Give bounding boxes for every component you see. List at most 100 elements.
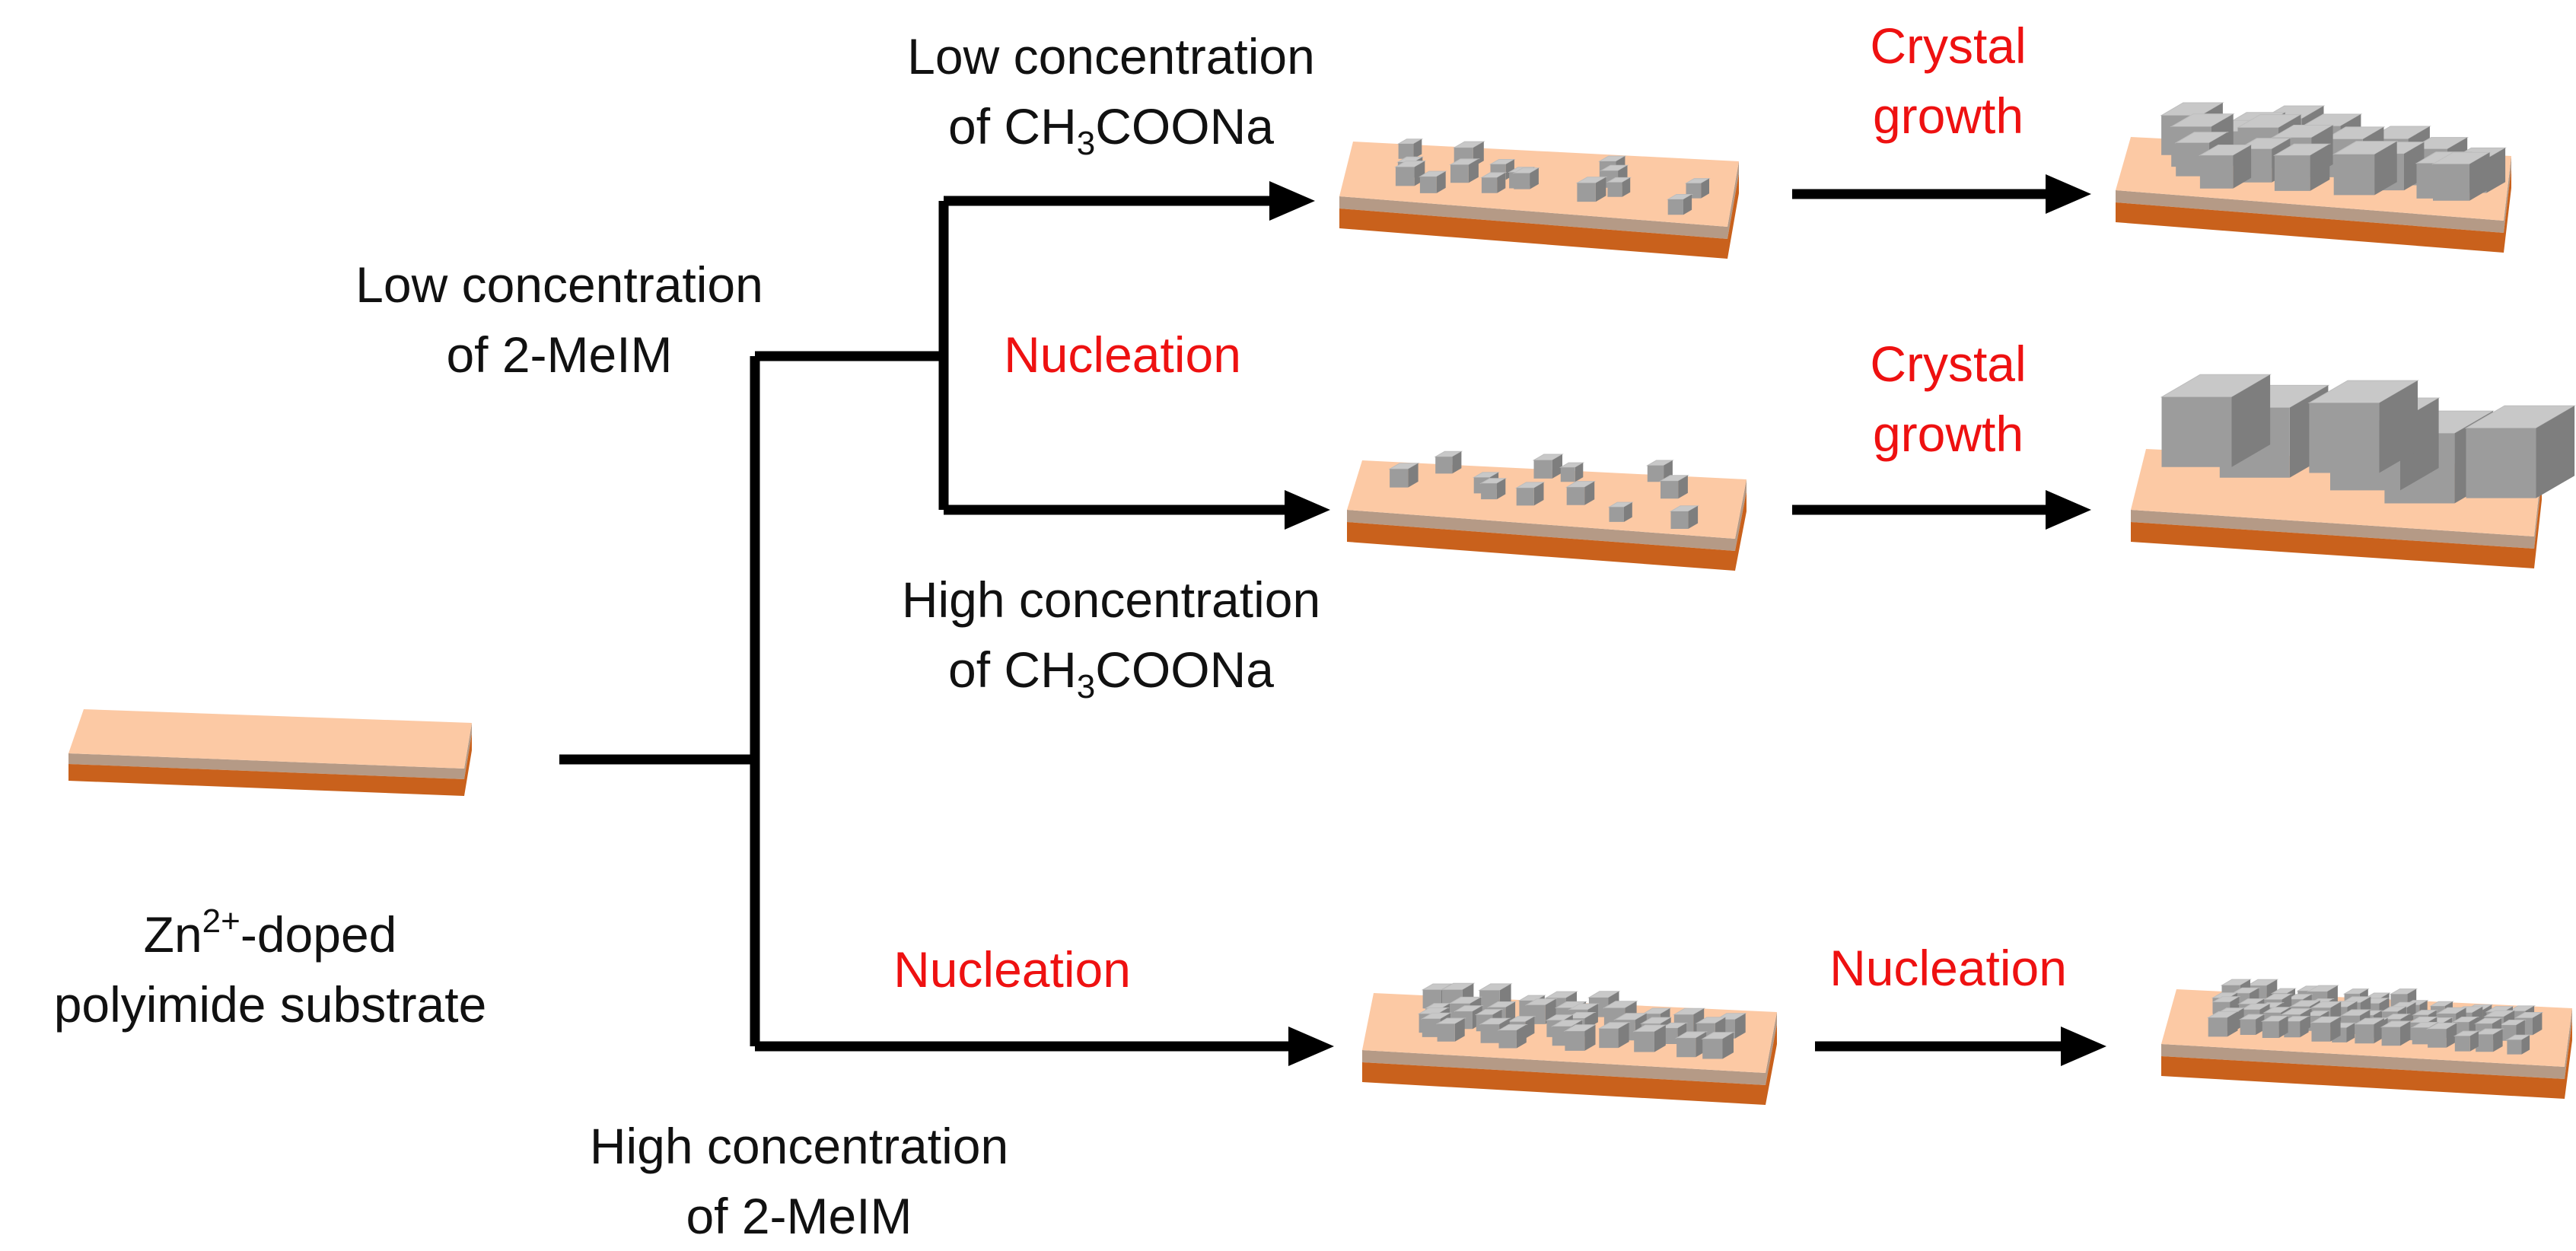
plate-front-edge	[2161, 1044, 2565, 1079]
crystal-side-face	[1516, 1024, 1527, 1049]
plate-side-edge	[2504, 156, 2511, 233]
crystal-front-face	[1390, 469, 1409, 488]
plate-base-front	[1339, 208, 1727, 259]
crystal-side-face	[2469, 1031, 2479, 1052]
plate-side-edge	[2565, 1008, 2572, 1079]
crystal-front-face	[1481, 177, 1498, 193]
crystal-front-face	[2428, 1029, 2447, 1048]
crystal-side-face	[2374, 1018, 2384, 1044]
crystal-side-face	[2446, 1023, 2457, 1048]
label-crystal-growth-top: Crystal growth	[1870, 18, 2027, 144]
crystal-side-face	[1552, 454, 1562, 479]
crystal-side-face	[1413, 138, 1422, 159]
crystal-side-face	[1468, 158, 1479, 183]
crystal-front-face	[1480, 1024, 1500, 1043]
crystal-front-face	[1599, 1028, 1619, 1049]
plate-base-side	[2504, 168, 2511, 253]
label-high-meim: High concentration of 2-MeIM	[589, 1118, 1009, 1244]
crystal-front-face	[1607, 182, 1622, 197]
label-low-acetate: Low concentration of CH3COONa	[907, 28, 1315, 162]
substrate-plate-dense-nuclei	[1362, 982, 1777, 1105]
crystal-side-face	[1722, 1032, 1734, 1059]
crystal-side-face	[1618, 1022, 1629, 1049]
crystal-front-face	[1609, 507, 1624, 522]
crystal-front-face	[2476, 1034, 2494, 1052]
crystal-front-face	[1676, 1038, 1696, 1058]
plate-side-edge	[1727, 161, 1739, 239]
crystal-front-face	[1647, 465, 1664, 482]
crystal-side-face	[2330, 1017, 2341, 1042]
crystal-front-face	[1514, 173, 1530, 189]
crystal-front-face	[2199, 155, 2234, 189]
plate-side-edge	[1735, 479, 1747, 551]
plate-base-side	[1727, 173, 1739, 259]
crystal-front-face	[1560, 467, 1575, 482]
crystal-front-face	[1435, 457, 1453, 474]
crystal-side-face	[1735, 1013, 1746, 1039]
plate-side-edge	[464, 723, 472, 779]
crystal-side-face	[2536, 406, 2575, 498]
plate-base-front	[68, 764, 464, 796]
plate-base-side	[464, 734, 472, 796]
crystal-front-face	[1450, 164, 1469, 183]
crystal-front-face	[1398, 144, 1414, 159]
crystal-side-face	[1436, 171, 1446, 193]
plate-base-front	[2161, 1056, 2565, 1099]
crystal-side-face	[2278, 1016, 2288, 1038]
substrate-plate-sparse-nuclei-top	[1339, 138, 1739, 259]
crystal-side-face	[2521, 1035, 2530, 1055]
crystal-front-face	[1702, 1039, 1723, 1059]
crystal-front-face	[2412, 1027, 2429, 1045]
substrate-plate-small-crystals	[2116, 102, 2511, 253]
crystal-side-face	[1454, 1018, 1465, 1042]
crystal-front-face	[2208, 1017, 2227, 1037]
crystal-side-face	[2300, 1016, 2309, 1038]
plate-front-edge	[2131, 510, 2534, 549]
plate-base-side	[1735, 492, 1747, 571]
crystal-front-face	[2240, 1019, 2256, 1035]
crystal-side-face	[2374, 141, 2397, 196]
crystal-front-face	[1661, 1028, 1678, 1044]
crystal-front-face	[2454, 1036, 2470, 1052]
crystal-front-face	[1566, 487, 1585, 505]
crystal-front-face	[2466, 428, 2536, 498]
crystal-front-face	[2262, 1021, 2279, 1038]
crystal-front-face	[1533, 460, 1552, 479]
crystal-front-face	[1481, 483, 1497, 500]
plate-front-edge	[68, 753, 464, 779]
crystal-front-face	[2381, 1027, 2400, 1046]
crystal-side-face	[2231, 374, 2271, 467]
crystal-side-face	[1622, 177, 1631, 197]
substrate-plate-large-crystals	[2131, 374, 2576, 568]
crystal-side-face	[1678, 475, 1688, 499]
plate-top-face	[1339, 142, 1739, 227]
crystal-side-face	[1584, 1024, 1596, 1051]
branch-connectors	[559, 201, 949, 1046]
crystal-side-face	[2346, 1023, 2355, 1042]
crystal-front-face	[1437, 1023, 1455, 1042]
label-nucleation-lower-left: Nucleation	[893, 941, 1131, 998]
plate-base-side	[2534, 480, 2542, 568]
crystal-front-face	[2507, 1039, 2522, 1055]
crystal-side-face	[2310, 144, 2330, 191]
label-nucleation-upper: Nucleation	[1004, 326, 1241, 383]
crystal-front-face	[1634, 1031, 1654, 1052]
crystal-side-face	[2400, 1021, 2411, 1046]
label-high-acetate: High concentration of CH3COONa	[901, 571, 1321, 705]
label-nucleation-lower-right: Nucleation	[1829, 940, 2067, 996]
plate-top-face	[68, 709, 472, 769]
crystal-front-face	[1661, 481, 1679, 499]
plate-base-side	[1766, 1024, 1777, 1105]
crystal-front-face	[1577, 183, 1596, 202]
plate-base-side	[2565, 1020, 2572, 1099]
substrate-plate-dense-crystals	[2161, 979, 2572, 1099]
crystal-side-face	[1530, 167, 1539, 189]
crystal-side-face	[1497, 172, 1506, 193]
crystal-side-face	[2233, 145, 2252, 189]
substrate-plate-initial	[68, 709, 472, 796]
crystal-front-face	[1516, 488, 1534, 506]
label-substrate: Zn2+-doped polyimide substrate	[53, 902, 487, 1033]
plate-front-edge	[1362, 1050, 1766, 1085]
label-crystal-growth-middle: Crystal growth	[1870, 336, 2027, 462]
